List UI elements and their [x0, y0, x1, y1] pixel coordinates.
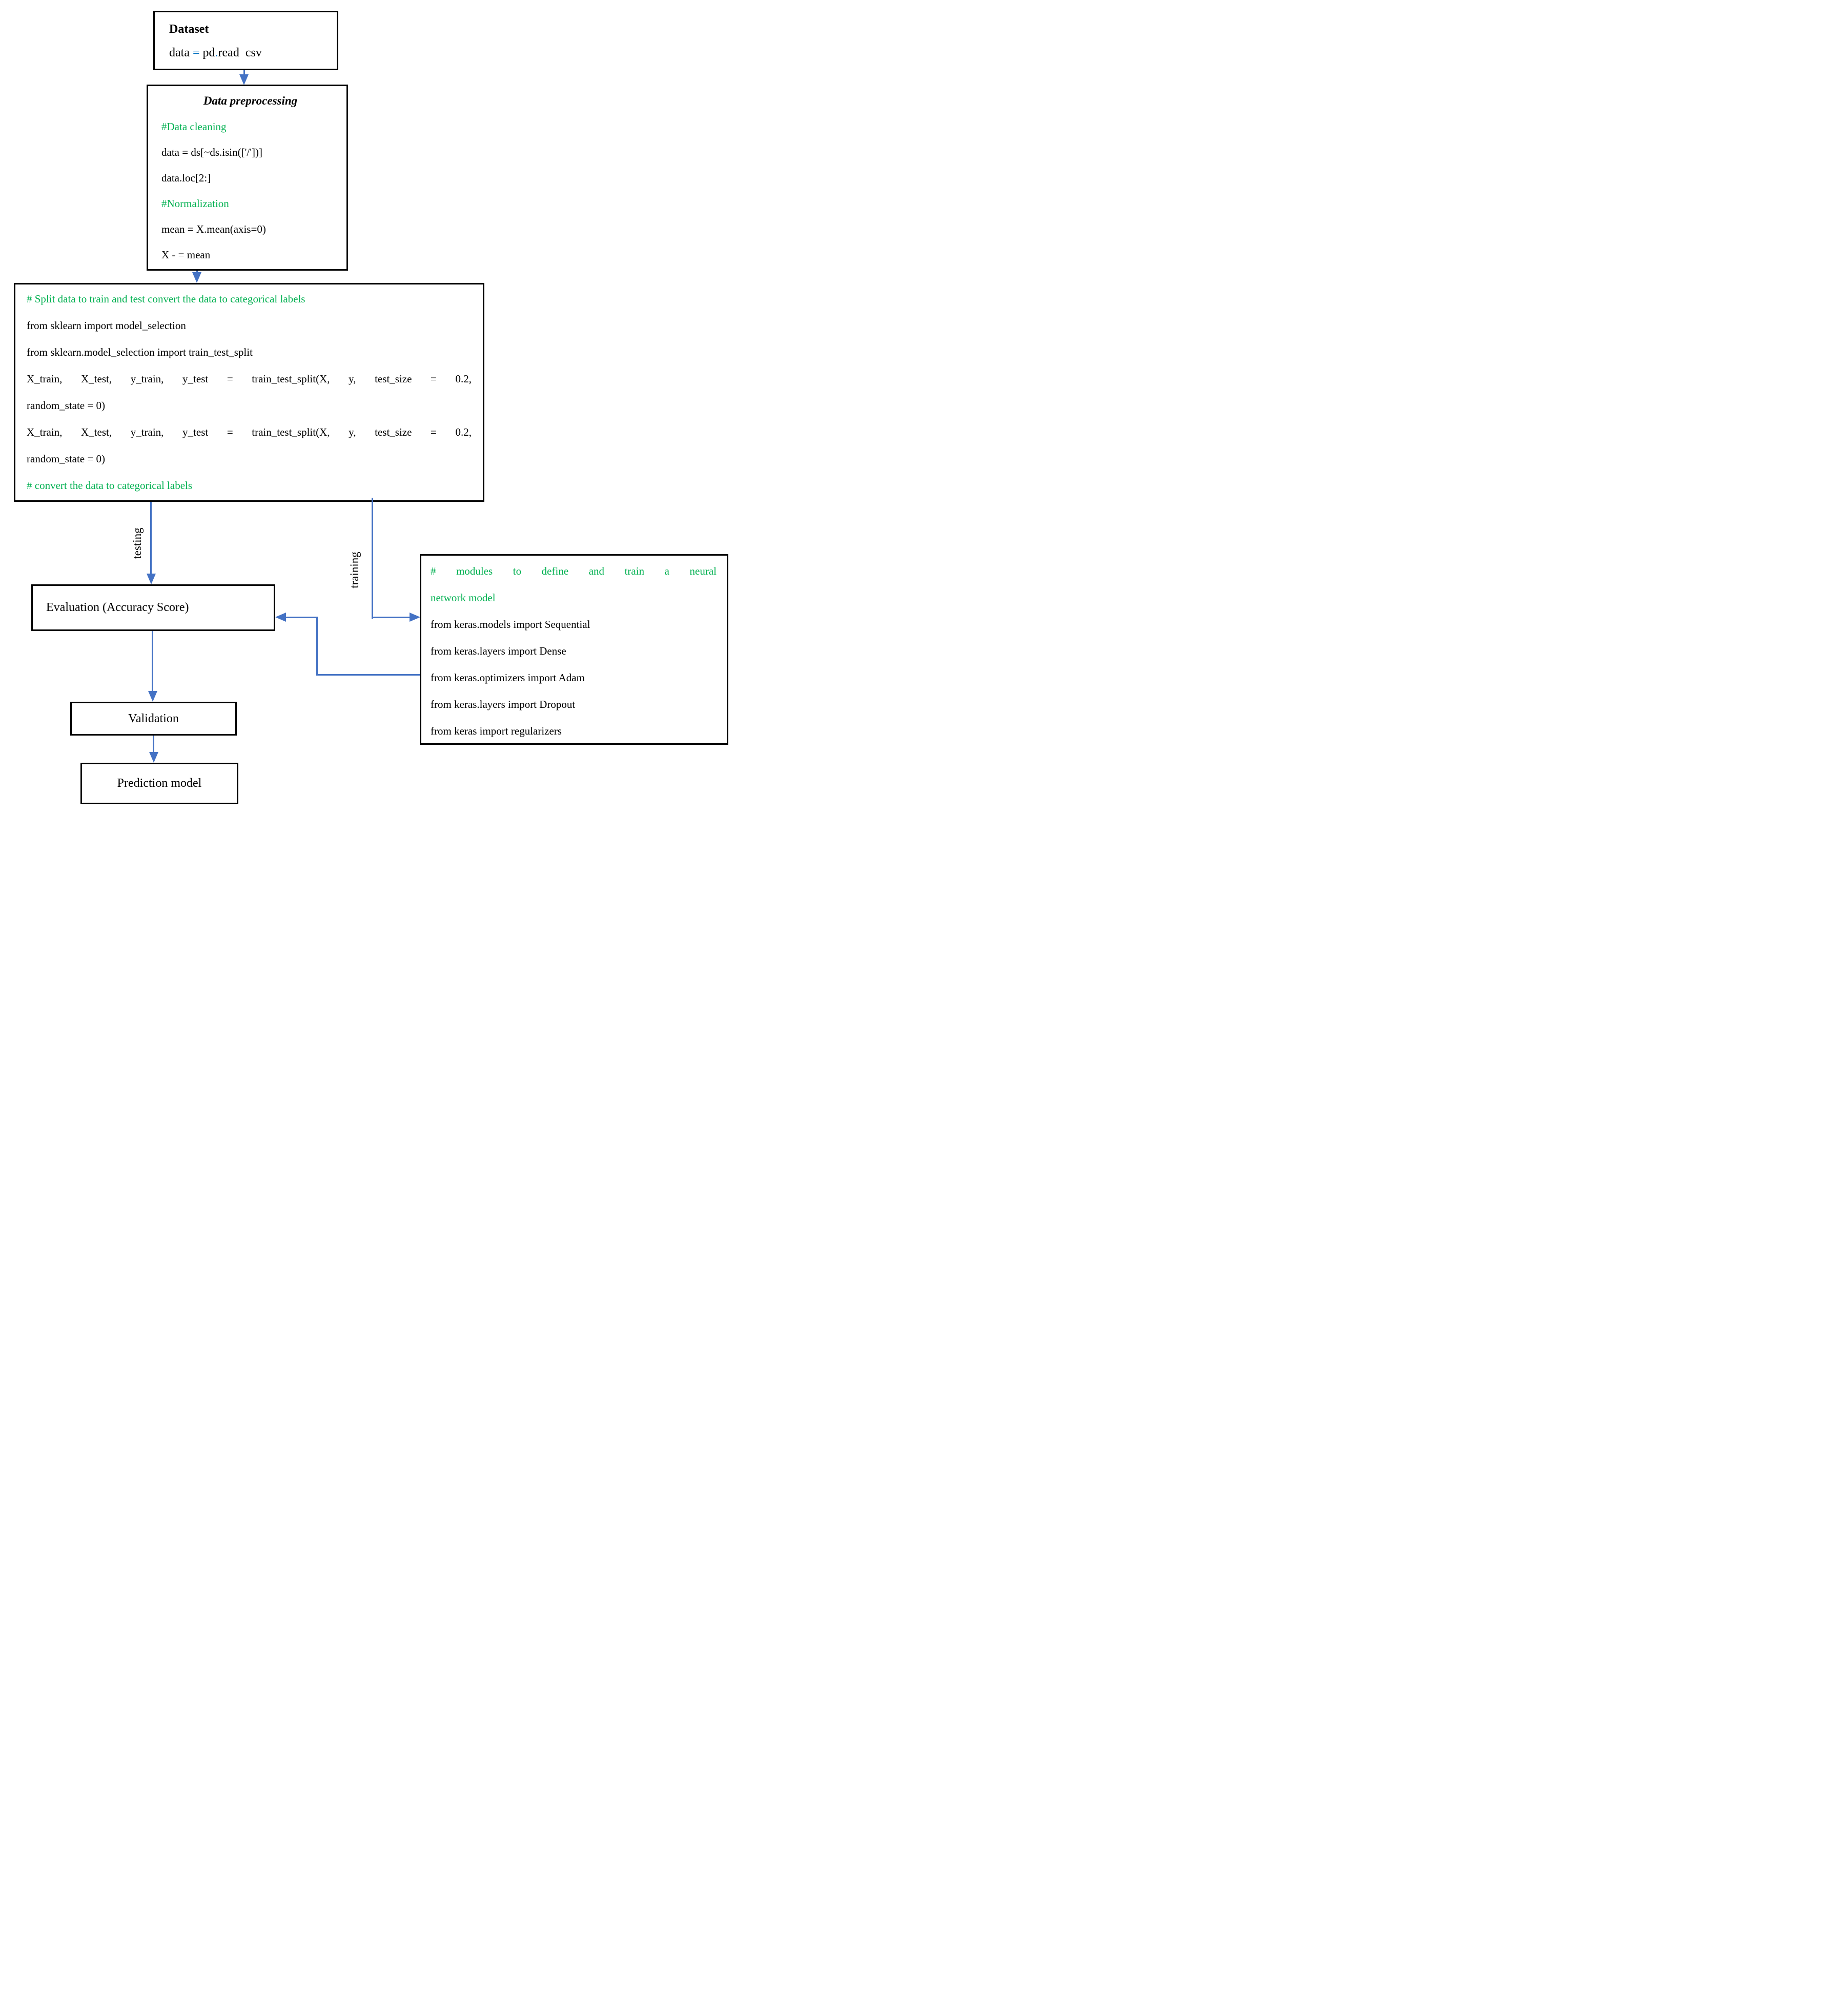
arrowhead-down-icon: [192, 272, 201, 283]
code-line: from keras import regularizers: [431, 725, 562, 737]
validation-label: Validation: [128, 711, 179, 725]
dataset-title: Dataset: [169, 23, 209, 36]
code-line: X_train, X_test, y_train, y_test = train…: [27, 373, 472, 385]
code-line: mean = X.mean(axis=0): [161, 223, 266, 235]
arrowhead-left-icon: [275, 613, 286, 622]
code-comment-line: # modules to define and train a neural: [431, 565, 717, 577]
split-data-box: # Split data to train and test convert t…: [14, 283, 484, 502]
keras-modules-box: # modules to define and train a neural n…: [420, 554, 728, 745]
arrow-training-vertical: [372, 498, 373, 619]
testing-edge-label: testing: [131, 527, 144, 559]
preprocessing-title: Data preprocessing: [203, 94, 298, 107]
arrow-dataset-to-preprocessing: [243, 70, 245, 76]
code-text: pd: [199, 46, 215, 59]
arrowhead-down-icon: [147, 574, 156, 584]
connector-keras-to-evaluation: [285, 617, 318, 618]
code-line: from keras.layers import Dropout: [431, 698, 576, 710]
arrowhead-down-icon: [148, 691, 157, 702]
arrowhead-down-icon: [239, 74, 249, 85]
connector-keras-bottom: [316, 674, 420, 676]
code-comment-line: #Normalization: [161, 197, 229, 210]
preprocessing-box: Data preprocessing #Data cleaning data =…: [147, 85, 348, 271]
code-equals: =: [192, 46, 200, 59]
arrow-evaluation-to-validation: [152, 631, 153, 693]
evaluation-label: Evaluation (Accuracy Score): [46, 601, 189, 614]
arrowhead-right-icon: [410, 613, 420, 622]
code-line: from keras.layers import Dense: [431, 645, 566, 657]
code-dot: .: [215, 46, 218, 59]
code-text: read csv: [218, 46, 262, 59]
code-line: data = ds[~ds.isin(['/'])]: [161, 146, 262, 158]
prediction-model-box: Prediction model: [80, 763, 238, 804]
evaluation-box: Evaluation (Accuracy Score): [31, 584, 275, 631]
code-comment-line: network model: [431, 592, 496, 604]
code-line: data.loc[2:]: [161, 172, 211, 184]
code-comment-line: #Data cleaning: [161, 120, 227, 133]
code-line: X - = mean: [161, 249, 211, 261]
code-line: from sklearn.model_selection import trai…: [27, 346, 253, 358]
dataset-box: Dataset data = pd.read csv: [153, 11, 338, 70]
code-line: from sklearn import model_selection: [27, 319, 186, 332]
code-comment-line: # Split data to train and test convert t…: [27, 293, 305, 305]
dataset-code-line: data = pd.read csv: [169, 41, 337, 65]
prediction-model-label: Prediction model: [117, 777, 202, 790]
flowchart-canvas: Dataset data = pd.read csv Data preproce…: [0, 0, 736, 806]
arrow-training-horizontal: [372, 617, 411, 618]
code-line: from keras.optimizers import Adam: [431, 671, 585, 684]
code-line: random_state = 0): [27, 399, 105, 412]
arrow-testing: [150, 502, 152, 574]
code-text: data: [169, 46, 193, 59]
code-line: random_state = 0): [27, 453, 105, 465]
connector-keras-vertical: [316, 617, 318, 676]
validation-box: Validation: [70, 702, 237, 736]
code-line: from keras.models import Sequential: [431, 618, 590, 630]
training-edge-label: training: [348, 552, 361, 588]
code-line: X_train, X_test, y_train, y_test = train…: [27, 426, 472, 438]
code-comment-line: # convert the data to categorical labels: [27, 479, 193, 492]
arrowhead-down-icon: [149, 752, 158, 763]
arrow-validation-to-prediction: [153, 736, 154, 754]
